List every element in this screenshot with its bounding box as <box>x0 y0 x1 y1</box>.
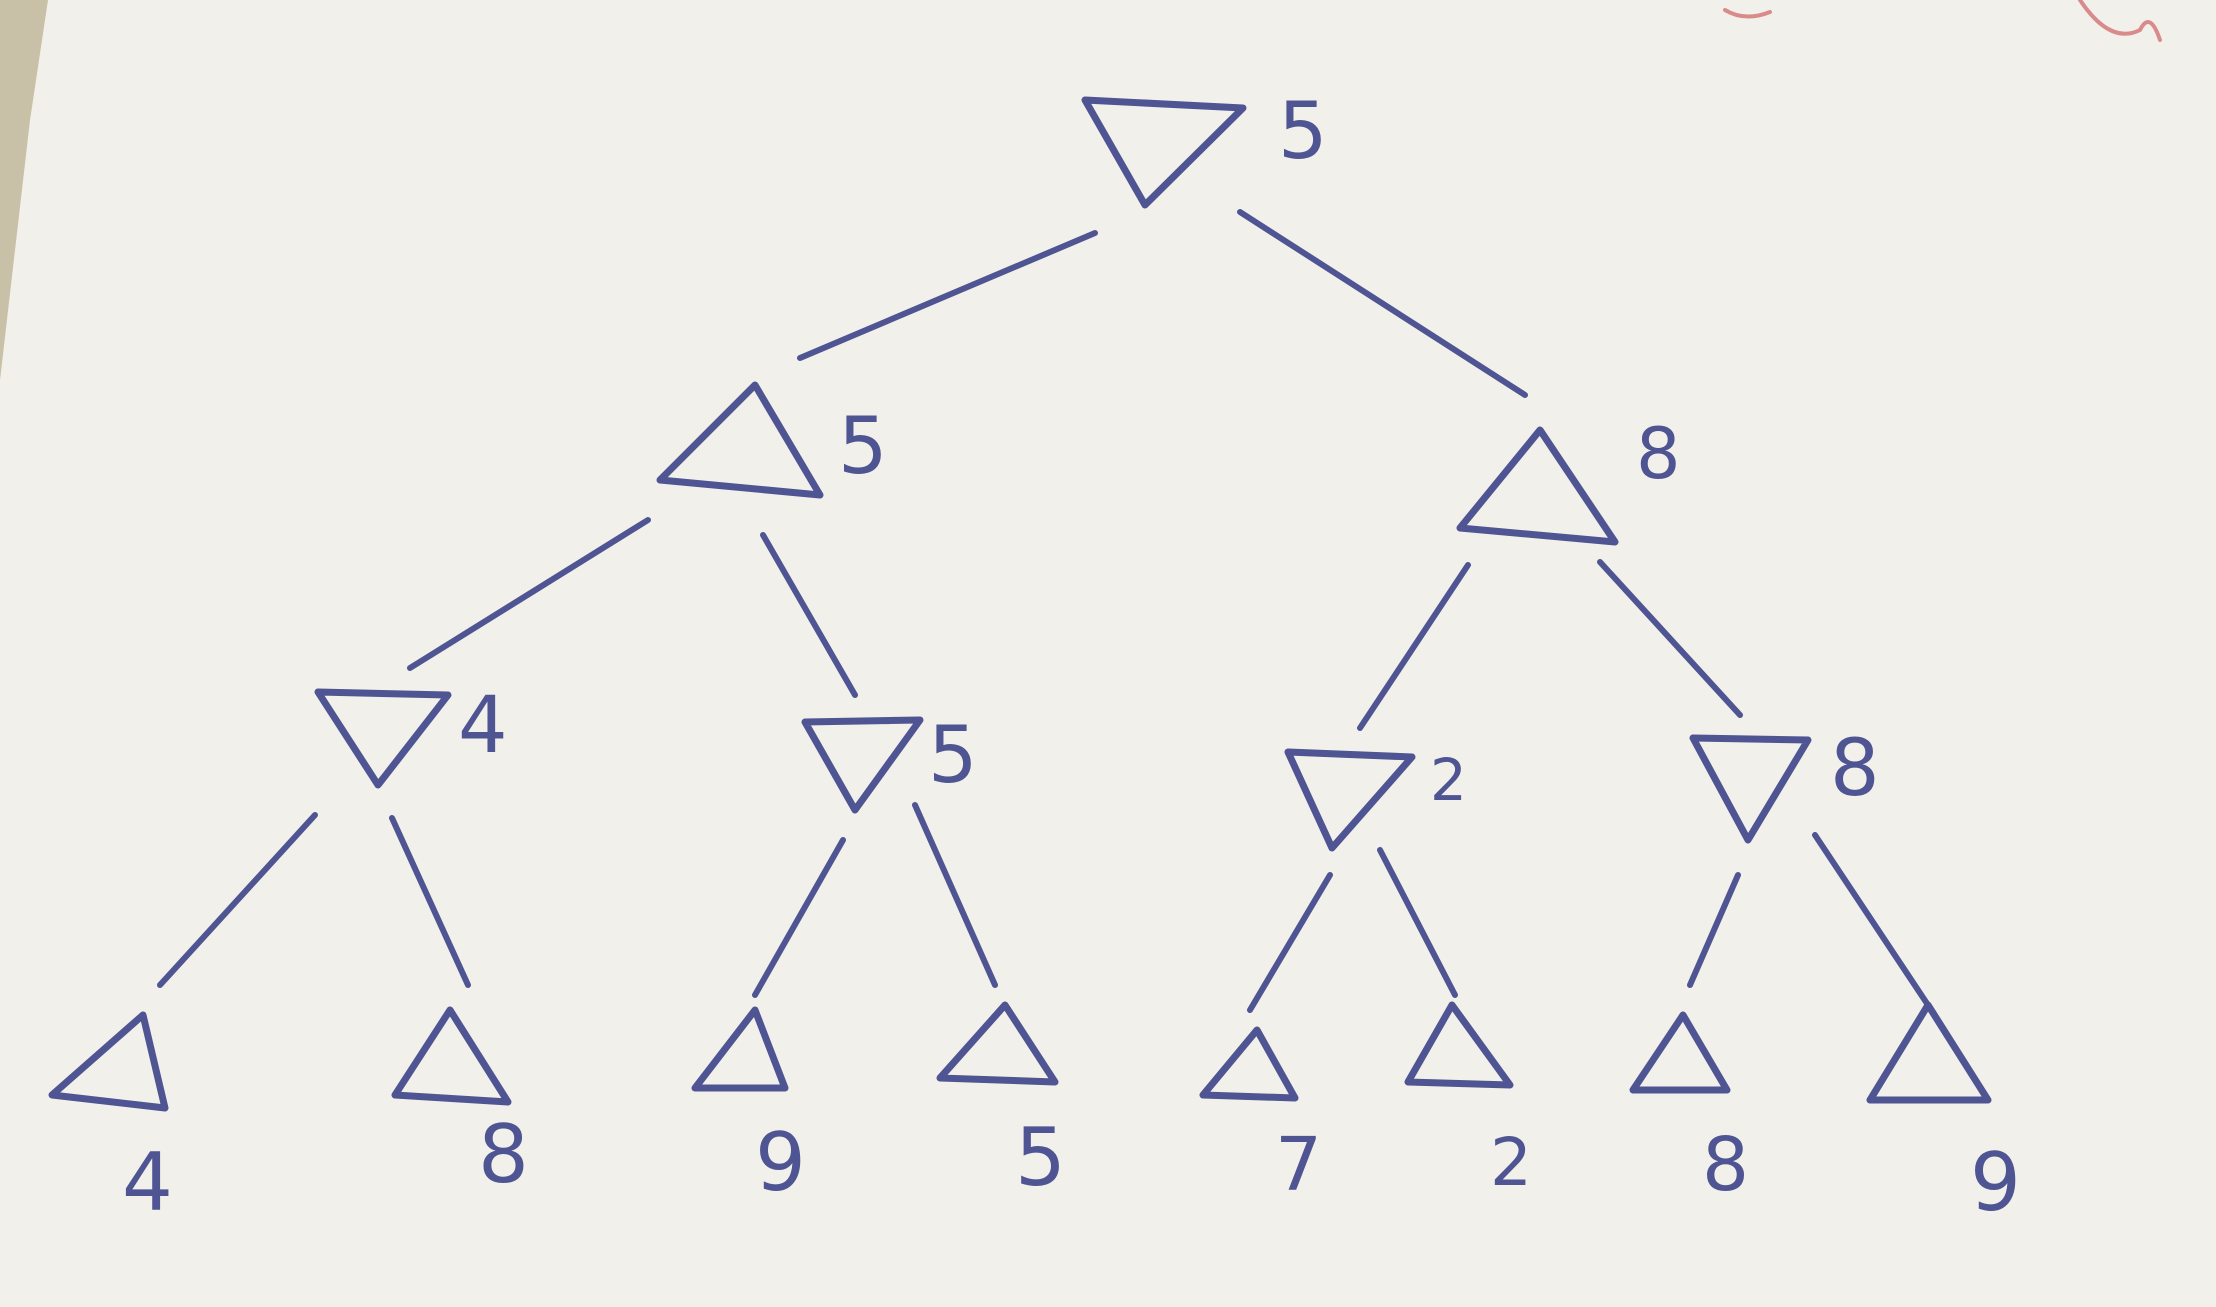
l1a-max-triangle-icon <box>656 381 824 499</box>
l2a-min-triangle-icon <box>314 688 452 789</box>
leaf1-max-triangle-icon <box>48 1011 169 1112</box>
leaf3-max-triangle-icon <box>691 1006 789 1092</box>
edge-root-right <box>1237 209 1528 398</box>
leaf8-max-triangle-icon <box>1866 1001 1992 1104</box>
leaf6-value: 2 <box>1490 1124 1532 1201</box>
edge-l1b-l2d <box>1597 559 1743 718</box>
root-value: 5 <box>1278 87 1328 177</box>
l2a-value: 4 <box>458 681 508 771</box>
edge-l2d-leaf8 <box>1812 832 1931 1008</box>
leaf7-value: 8 <box>1702 1122 1749 1208</box>
edges <box>157 209 1931 1013</box>
edge-l2a-leaf1 <box>157 812 318 988</box>
edge-l2a-leaf2 <box>389 815 471 988</box>
l1b-max-triangle-icon <box>1456 426 1619 546</box>
leaf3-value: 9 <box>755 1116 806 1209</box>
l2d-min-triangle-icon <box>1689 734 1812 844</box>
edge-l2c-leaf6 <box>1377 847 1458 998</box>
l2b-min-triangle-icon <box>801 716 924 814</box>
leaf5-value: 7 <box>1275 1122 1322 1208</box>
leaf8-value: 9 <box>1970 1136 2021 1229</box>
edge-l1a-l2b <box>760 532 858 698</box>
leaf1-value: 4 <box>122 1136 173 1229</box>
edge-l1a-l2a <box>407 517 651 671</box>
l2c-value: 2 <box>1430 746 1467 814</box>
l2b-value: 5 <box>928 711 978 801</box>
leaf4-value: 5 <box>1015 1111 1066 1204</box>
leaf6-max-triangle-icon <box>1404 1001 1514 1089</box>
edge-l2c-leaf5 <box>1247 872 1333 1013</box>
leaf5-max-triangle-icon <box>1199 1026 1299 1102</box>
leaf2-value: 8 <box>478 1108 529 1201</box>
l2c-min-triangle-icon <box>1284 748 1416 852</box>
edge-l2b-leaf4 <box>912 802 998 988</box>
l2d-value: 8 <box>1830 724 1880 814</box>
leaf4-max-triangle-icon <box>936 1001 1059 1086</box>
background-strip <box>0 0 48 380</box>
root-min-triangle-icon <box>1081 96 1247 209</box>
edge-l2d-leaf7 <box>1687 872 1741 988</box>
leaf2-max-triangle-icon <box>391 1006 512 1106</box>
edge-root-left <box>797 230 1098 361</box>
nodes <box>48 96 1992 1112</box>
edge-l1b-l2c <box>1357 562 1471 731</box>
l1b-value: 8 <box>1636 413 1681 495</box>
leaf7-max-triangle-icon <box>1629 1011 1731 1094</box>
edge-l2b-leaf3 <box>752 837 846 998</box>
l1a-value: 5 <box>838 402 888 492</box>
corner-scribble <box>1723 0 2162 42</box>
